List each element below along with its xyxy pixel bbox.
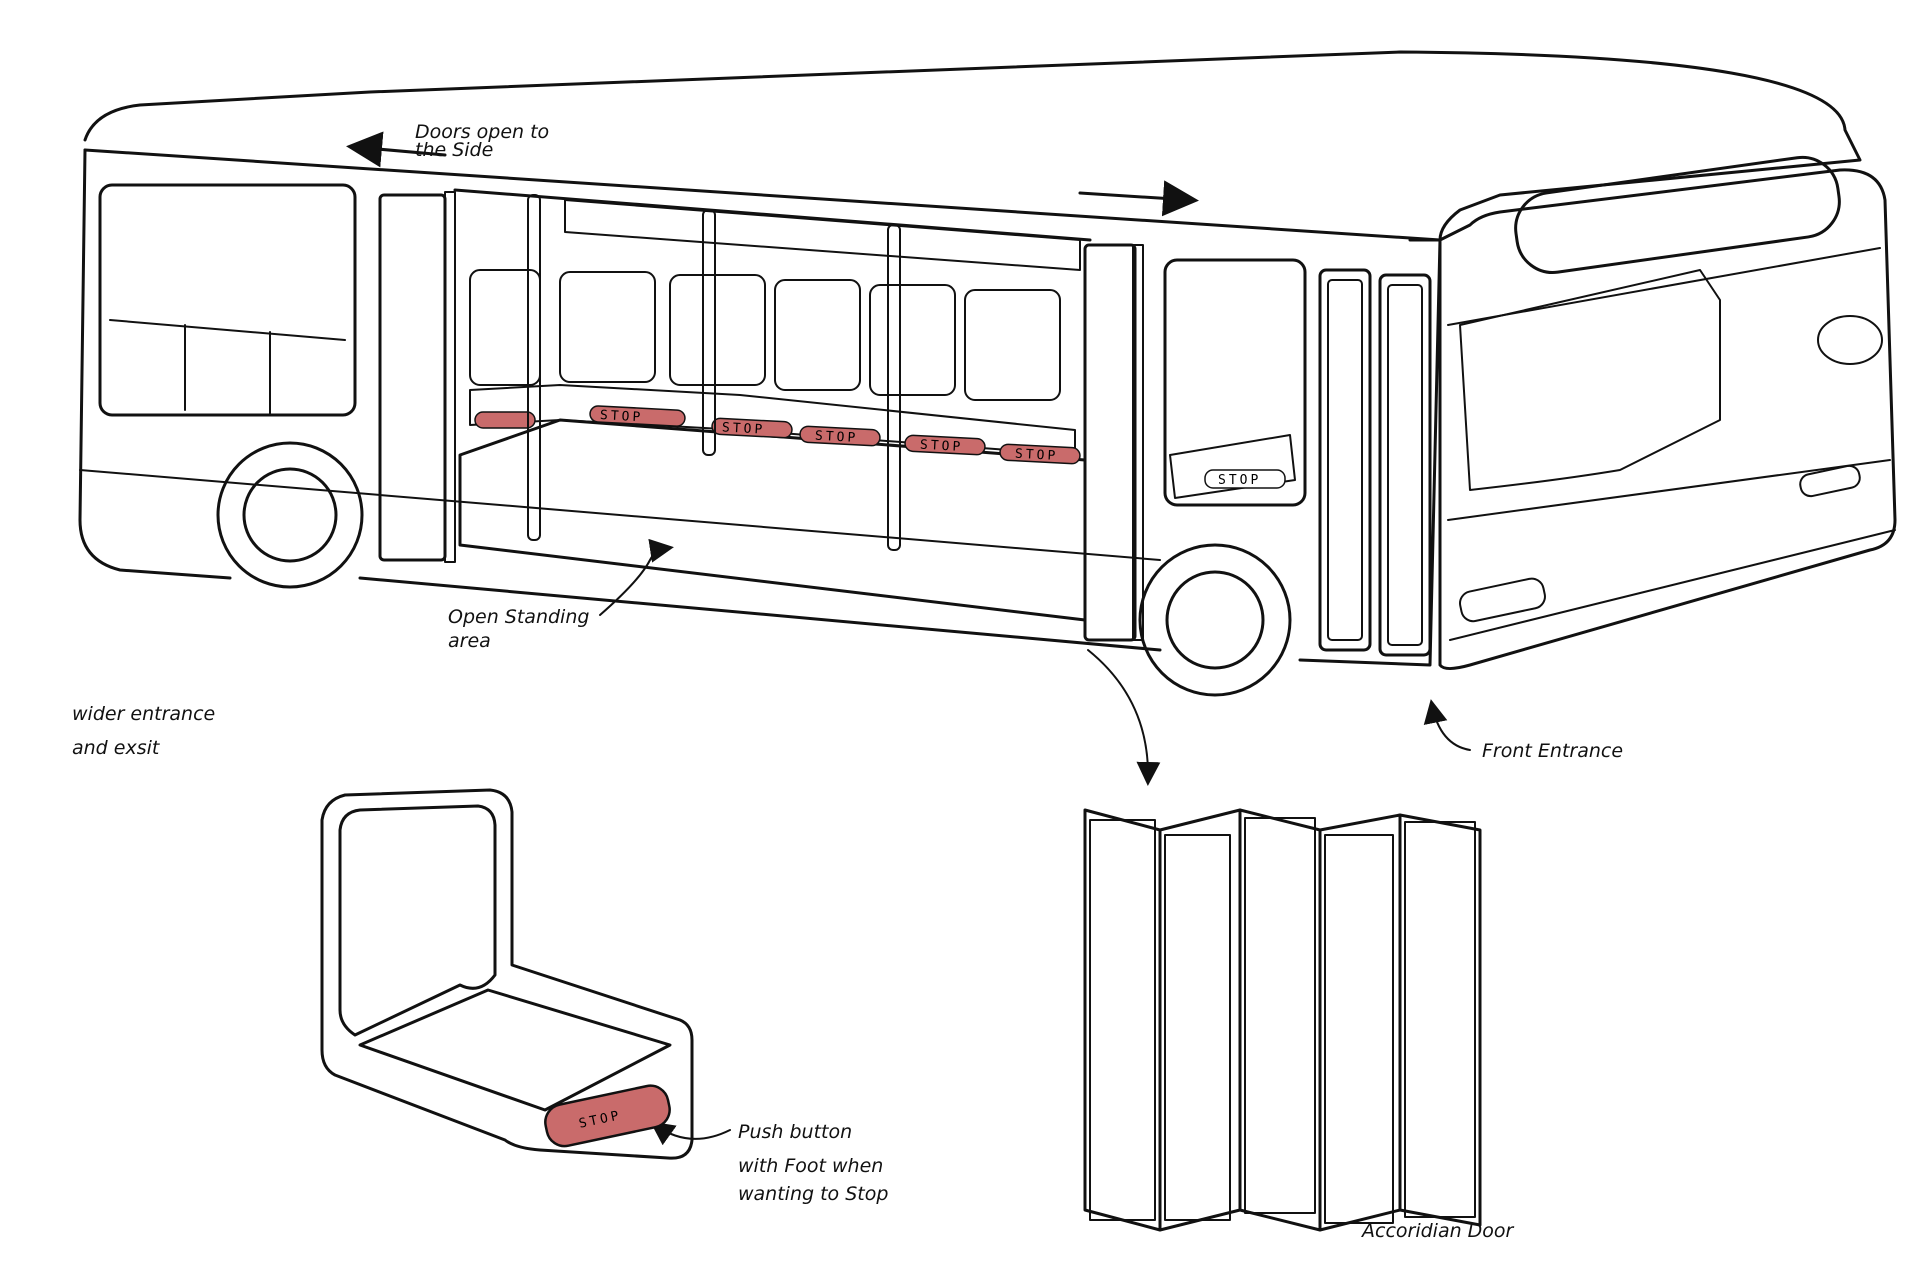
accordion-door-detail: [1083, 808, 1482, 1232]
stop-label: STOP: [1218, 473, 1261, 488]
label-wider-entrance: wider entrance and exsit: [72, 703, 215, 759]
label-line: wanting to Stop: [738, 1183, 888, 1205]
door-slide-arrows: [346, 131, 1199, 217]
rear-wheel: [216, 441, 364, 589]
front-window: STOP: [1163, 258, 1307, 507]
label-doors-open: Doors open to the Side: [415, 121, 549, 161]
label-line: area: [448, 630, 491, 652]
stop-label: STOP: [722, 420, 766, 437]
label-line: Doors open to: [415, 121, 549, 143]
label-open-standing: Open Standing area: [448, 606, 589, 652]
label-line: Open Standing: [448, 606, 589, 628]
stop-label: STOP: [920, 438, 964, 455]
standing-area-arrow: [599, 538, 674, 616]
label-push-button: Push button with Foot when wanting to St…: [738, 1121, 888, 1205]
label-line: with Foot when: [738, 1155, 883, 1177]
grab-poles: [527, 194, 901, 551]
label-line: and exsit: [72, 737, 161, 759]
bus-body: [78, 50, 1897, 670]
side-door-left: [378, 191, 456, 563]
bus-interior: STOP STOP STOP STOP STOP: [453, 188, 1092, 622]
label-line: Push button: [738, 1121, 852, 1143]
stop-label: STOP: [1015, 447, 1059, 464]
front-entrance-arrow: [1423, 699, 1471, 751]
seat-detail: STOP: [320, 788, 694, 1160]
stop-label: STOP: [600, 408, 644, 425]
label-line: the Side: [415, 139, 493, 161]
front-wheel: [1138, 543, 1292, 697]
label-accordion-door: Accoridian Door: [1360, 1220, 1515, 1242]
front-entrance-doors: [1318, 268, 1432, 657]
side-door-right: [1083, 243, 1144, 642]
seat-stop-buttons: STOP STOP STOP STOP STOP: [474, 405, 1081, 465]
rear-windows: [98, 183, 357, 417]
label-front-entrance: Front Entrance: [1482, 740, 1623, 762]
accordion-door-arrow: [1087, 649, 1161, 786]
stop-label: STOP: [815, 429, 859, 446]
label-line: wider entrance: [72, 703, 215, 725]
